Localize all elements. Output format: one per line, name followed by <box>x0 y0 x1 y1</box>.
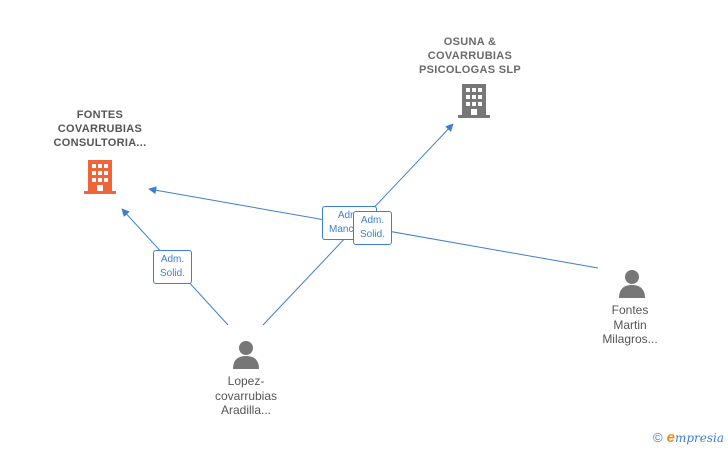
person-icon[interactable] <box>231 339 261 369</box>
brand-logo-initial: e <box>666 429 675 446</box>
edge-label-martin-to-fontes[interactable]: Adm. Solid. <box>353 211 393 245</box>
footer-branding: © e mpresia <box>653 429 724 446</box>
building-icon[interactable] <box>458 84 490 118</box>
building-icon[interactable] <box>84 160 116 194</box>
company-label-osuna-covarrubias[interactable]: OSUNA & COVARRUBIAS PSICOLOGAS SLP <box>419 36 521 76</box>
copyright-icon: © <box>653 430 663 445</box>
company-label-fontes-covarrubias[interactable]: FONTES COVARRUBIAS CONSULTORIA... <box>53 109 147 149</box>
person-icon[interactable] <box>617 268 647 298</box>
edge-label-lopez-to-fontes[interactable]: Adm. Solid. <box>153 250 193 284</box>
person-label-lopez-covarrubias[interactable]: Lopez- covarrubias Aradilla... <box>214 374 278 417</box>
person-label-fontes-martin[interactable]: Fontes Martin Milagros... <box>602 303 658 346</box>
brand-logo-text: mpresia <box>674 430 724 445</box>
